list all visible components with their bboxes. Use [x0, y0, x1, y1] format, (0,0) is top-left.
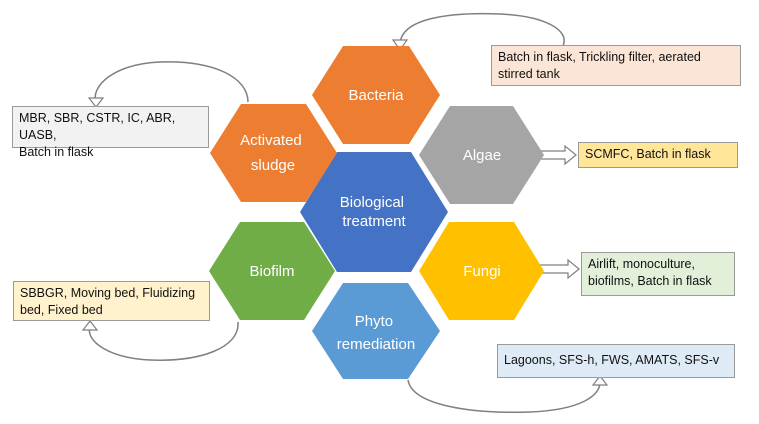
bacteria-box-line-1: Batch in flask, Trickling filter, aerate… [498, 50, 701, 64]
hex-algae-label: Algae [463, 147, 501, 164]
hex-activated-sludge: Activated sludge [210, 104, 337, 202]
biofilm-box-line-2: bed, Fixed bed [20, 303, 103, 317]
activated-sludge-box-line-2: Batch in flask [19, 145, 94, 159]
phyto-remediation-box-line-1: Lagoons, SFS-h, FWS, AMATS, SFS-v [504, 353, 720, 367]
biofilm-arrowhead [81, 320, 99, 331]
bacteria-arrowhead [391, 39, 409, 52]
hex-bacteria: Bacteria [312, 46, 440, 144]
hex-phyto-remediation-label: Phyto remediation [337, 313, 415, 353]
hex-biofilm: Biofilm [209, 222, 335, 320]
biofilm-box-line-1: SBBGR, Moving bed, Fluidizing [20, 286, 196, 300]
fungi-block-arrow [539, 258, 580, 280]
hex-bacteria-label: Bacteria [348, 87, 404, 104]
hex-biofilm-label: Biofilm [249, 263, 294, 280]
bacteria-box: Batch in flask, Trickling filter, aerate… [491, 45, 741, 86]
activated-sludge-arrowhead [87, 97, 105, 108]
phyto-remediation-box: Lagoons, SFS-h, FWS, AMATS, SFS-v [497, 344, 735, 378]
biofilm-box: SBBGR, Moving bed, Fluidizing bed, Fixed… [13, 281, 210, 321]
fungi-box-line-1: Airlift, monoculture, [588, 257, 695, 271]
algae-box: SCMFC, Batch in flask [578, 142, 738, 168]
activated-sludge-box-line-1: MBR, SBR, CSTR, IC, ABR, UASB, [19, 111, 176, 142]
hex-fungi-label: Fungi [463, 263, 501, 280]
fungi-box-line-2: biofilms, Batch in flask [588, 274, 712, 288]
activated-sludge-box: MBR, SBR, CSTR, IC, ABR, UASB, Batch in … [12, 106, 209, 159]
phyto-remediation-arrowhead [591, 375, 609, 386]
algae-box-line-1: SCMFC, Batch in flask [585, 147, 711, 161]
biofilm-curved-arrow [88, 321, 239, 361]
hex-activated-sludge-label: Activated sludge [240, 132, 306, 174]
phyto-remediation-curved-arrow [407, 379, 601, 414]
hex-phyto-remediation: Phyto remediation [312, 283, 440, 379]
bacteria-box-line-2: stirred tank [498, 67, 560, 81]
hex-center-label: Biological treatment [340, 194, 408, 230]
bacteria-curved-arrow [399, 12, 565, 47]
activated-sludge-curved-arrow [94, 61, 249, 105]
hex-center: Biological treatment [300, 152, 448, 272]
hex-fungi: Fungi [419, 222, 544, 320]
fungi-box: Airlift, monoculture, biofilms, Batch in… [581, 252, 735, 296]
hex-algae: Algae [419, 106, 544, 204]
